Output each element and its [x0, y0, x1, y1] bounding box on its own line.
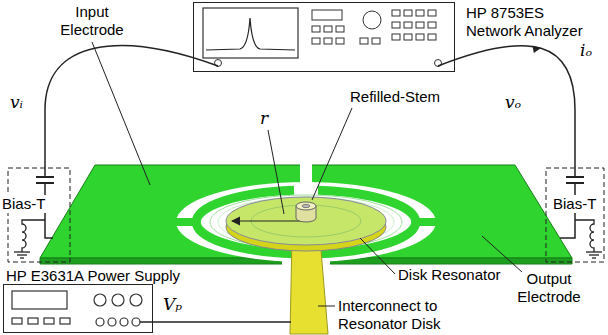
instrument-label: HP 8753ES Network Analyzer [466, 4, 596, 40]
signal-name: vᵢ [10, 92, 23, 112]
signal-name: iₒ [580, 40, 592, 60]
signal-name: vₒ [505, 92, 521, 112]
part-name: Bias-T [1, 195, 46, 213]
part-name: Refilled-Stem [350, 88, 440, 106]
instrument-label: HP E3631A Power Supply [6, 267, 180, 285]
part-name: Interconnect to Resonator Disk [338, 297, 456, 333]
part-name: Input Electrode [53, 3, 131, 39]
part-name: Disk Resonator [398, 266, 501, 284]
dimension-symbol: r [260, 108, 268, 128]
network-analyzer: HP 8753ES Network Analyzer [193, 2, 455, 72]
part-name: Bias-T [552, 195, 597, 213]
part-name: Output Electrode [505, 270, 593, 306]
power-supply: HP E3631A Power Supply [3, 284, 153, 333]
signal-name: Vₚ [163, 294, 182, 314]
